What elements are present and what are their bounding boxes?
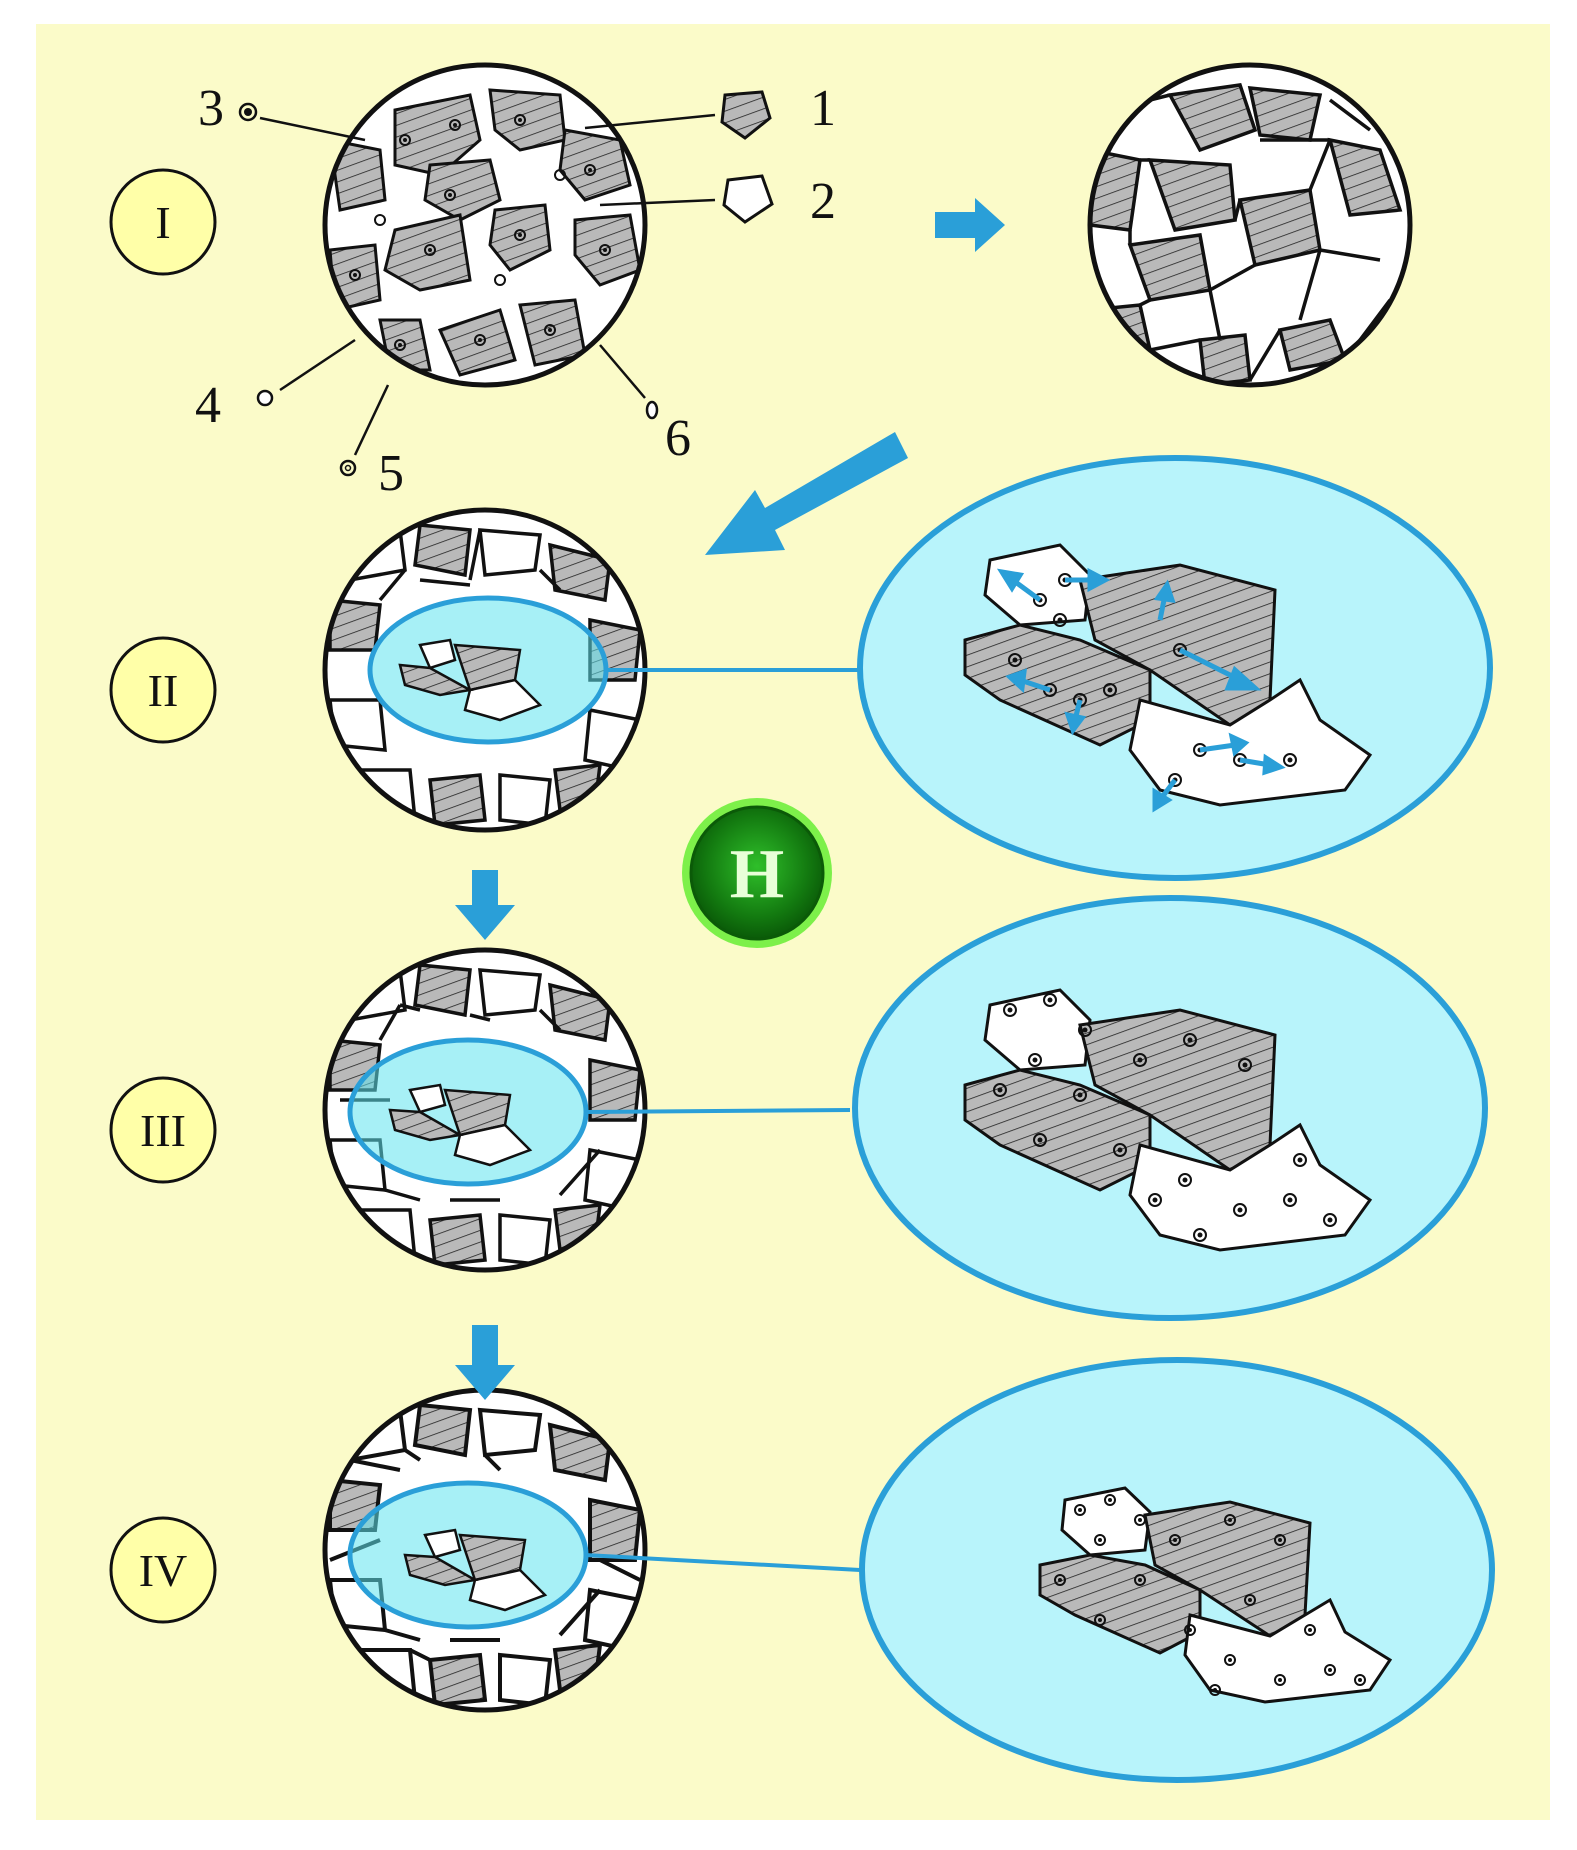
- microstructure-stage-iii: [322, 947, 648, 1273]
- stage-label-i: I: [109, 168, 217, 276]
- microstructure-grains: [1087, 62, 1413, 388]
- zoom-connectors: [584, 668, 861, 1572]
- microstructure-stage-ii: [322, 507, 648, 833]
- svg-text:6: 6: [665, 410, 691, 467]
- arrow-down-1: [455, 870, 515, 940]
- flow-arrows: [455, 198, 1005, 1400]
- zoom-ellipse-stage-iv: [859, 1357, 1495, 1783]
- microstructure-stage-iv: [322, 1387, 648, 1713]
- microstructure-initial: [322, 62, 648, 388]
- svg-text:I: I: [155, 197, 170, 248]
- svg-text:2: 2: [810, 173, 836, 230]
- svg-text:1: 1: [810, 80, 836, 137]
- svg-text:II: II: [148, 665, 179, 716]
- svg-text:IV: IV: [139, 1545, 188, 1596]
- legend: 3 1 2 4 5 6: [195, 80, 836, 502]
- svg-text:III: III: [140, 1105, 186, 1156]
- hydrogen-badge: H: [682, 798, 832, 948]
- zoom-ellipse-stage-ii: [857, 455, 1493, 881]
- svg-text:5: 5: [378, 445, 404, 502]
- arrow-diagonal: [705, 432, 908, 555]
- svg-text:3: 3: [198, 80, 224, 137]
- arrow-down-2: [455, 1325, 515, 1400]
- svg-text:H: H: [730, 836, 784, 913]
- arrow-right: [935, 198, 1005, 252]
- stage-label-iv: IV: [109, 1516, 217, 1624]
- stage-label-iii: III: [109, 1076, 217, 1184]
- stage-label-ii: II: [109, 636, 217, 744]
- zoom-ellipse-stage-iii: [852, 895, 1488, 1321]
- svg-text:4: 4: [195, 377, 221, 434]
